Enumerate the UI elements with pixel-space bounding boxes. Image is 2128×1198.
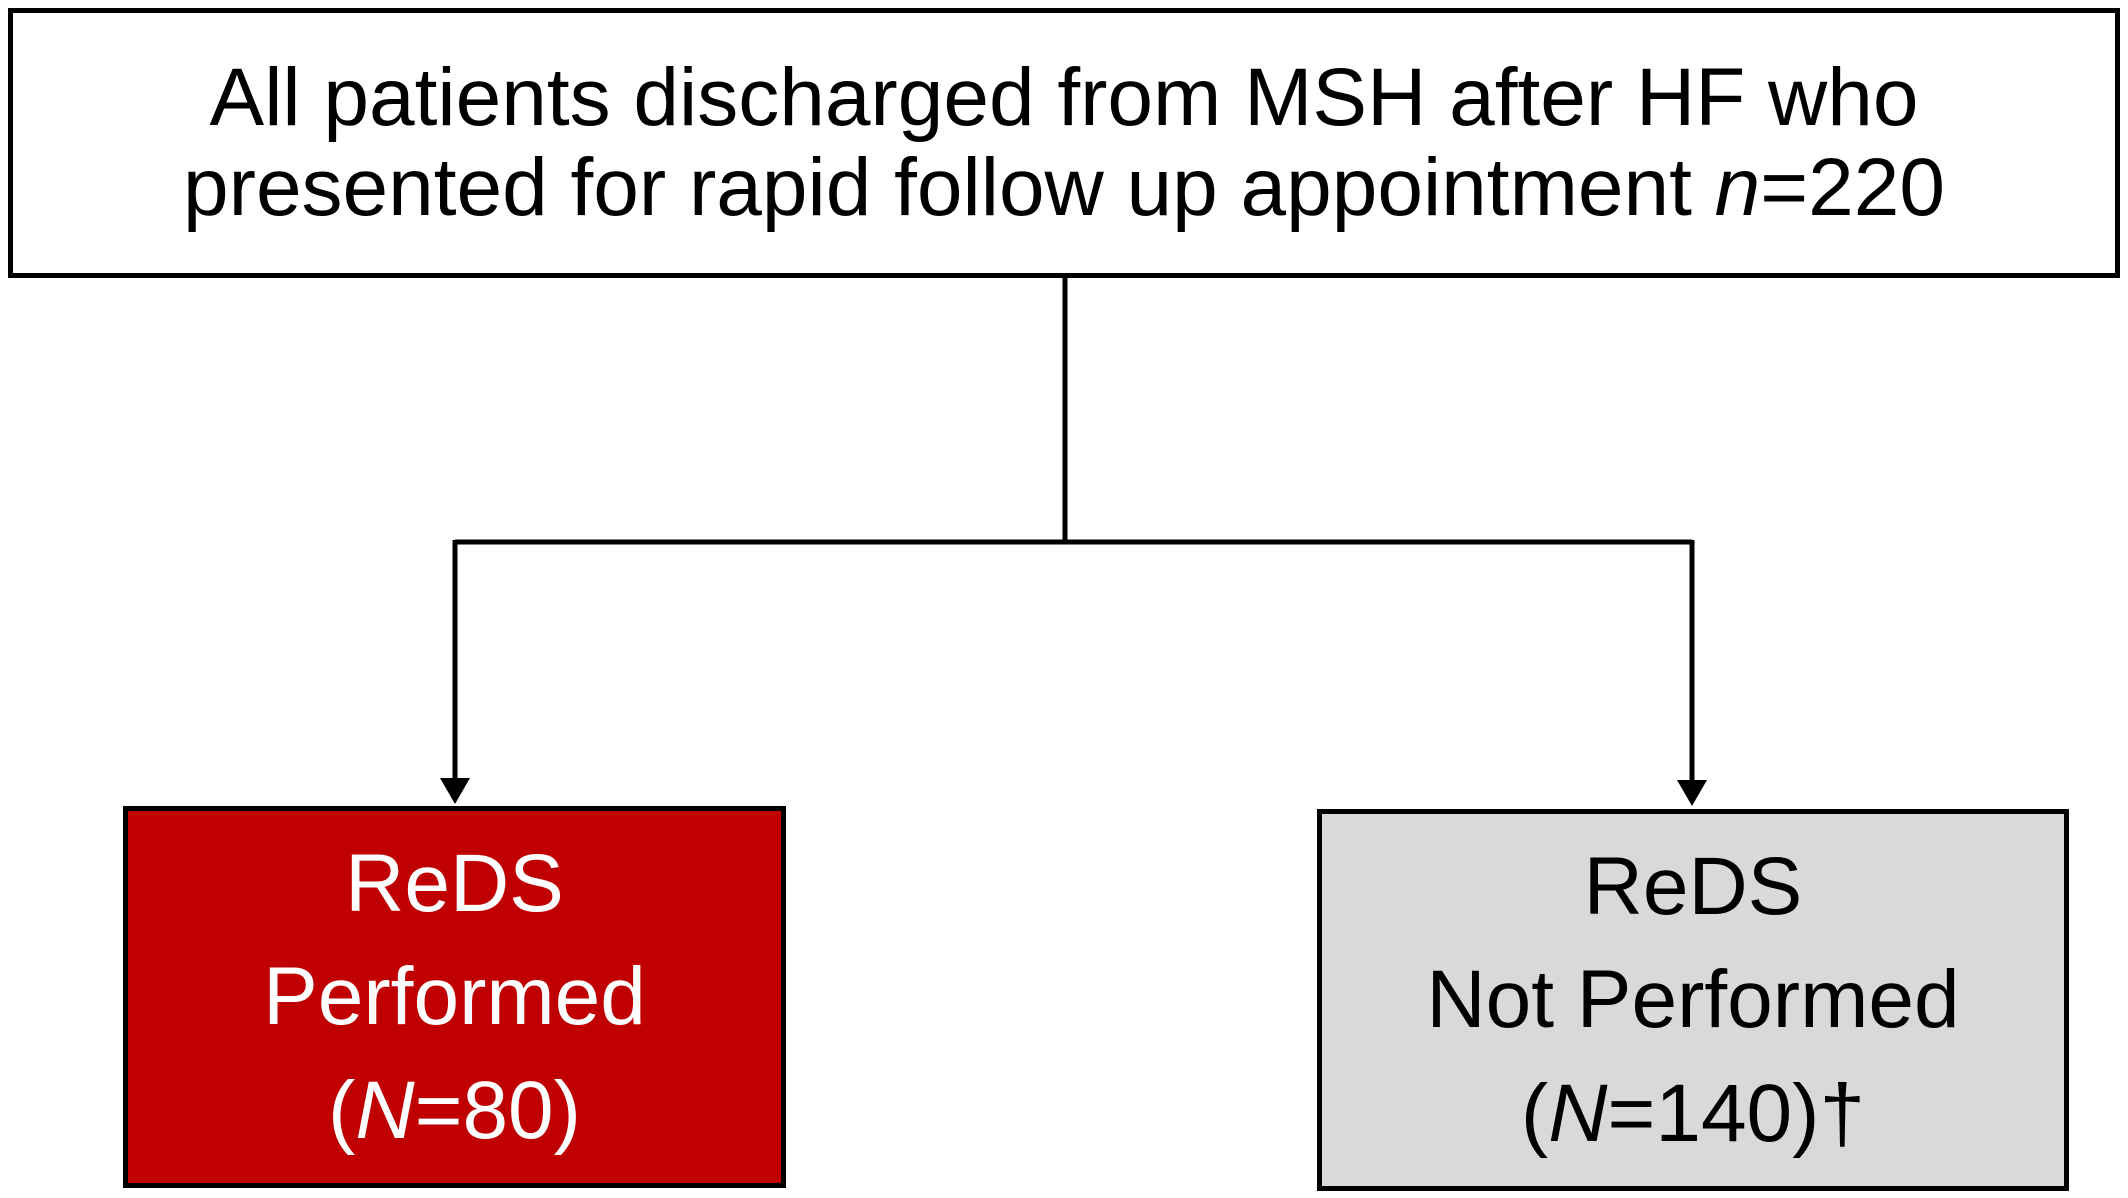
all-patients-box: All patients discharged from MSH after H… (8, 8, 2120, 278)
reds-performed-n-variable: N (355, 1064, 415, 1156)
reds-performed-line-2: Performed (263, 951, 646, 1043)
left-arrowhead (440, 778, 470, 804)
all-patients-line-2-text: presented for rapid follow up appointmen… (183, 142, 1715, 233)
reds-performed-count-open: ( (328, 1064, 356, 1156)
reds-not-performed-n-variable: N (1548, 1067, 1608, 1159)
reds-not-performed-n-value: =140)† (1607, 1067, 1866, 1159)
reds-not-performed-line-2: Not Performed (1426, 954, 1960, 1046)
reds-performed-line-1: ReDS (345, 838, 564, 930)
all-patients-line-2: presented for rapid follow up appointmen… (183, 142, 1945, 233)
reds-not-performed-count-open: ( (1520, 1067, 1549, 1159)
all-patients-n-value: =220 (1760, 142, 1945, 233)
reds-not-performed-box: ReDS Not Performed (N=140)† (1317, 809, 2069, 1191)
reds-performed-n-value: =80) (414, 1064, 581, 1156)
reds-not-performed-count: (N=140)† (1521, 1057, 1865, 1170)
all-patients-line-1: All patients discharged from MSH after H… (209, 51, 1919, 143)
all-patients-n-variable: n (1714, 142, 1761, 233)
reds-performed-box: ReDS Performed (N=80) (123, 806, 786, 1188)
reds-not-performed-line-1: ReDS (1583, 841, 1803, 933)
reds-performed-count: (N=80) (328, 1054, 581, 1167)
right-arrowhead (1677, 780, 1707, 806)
